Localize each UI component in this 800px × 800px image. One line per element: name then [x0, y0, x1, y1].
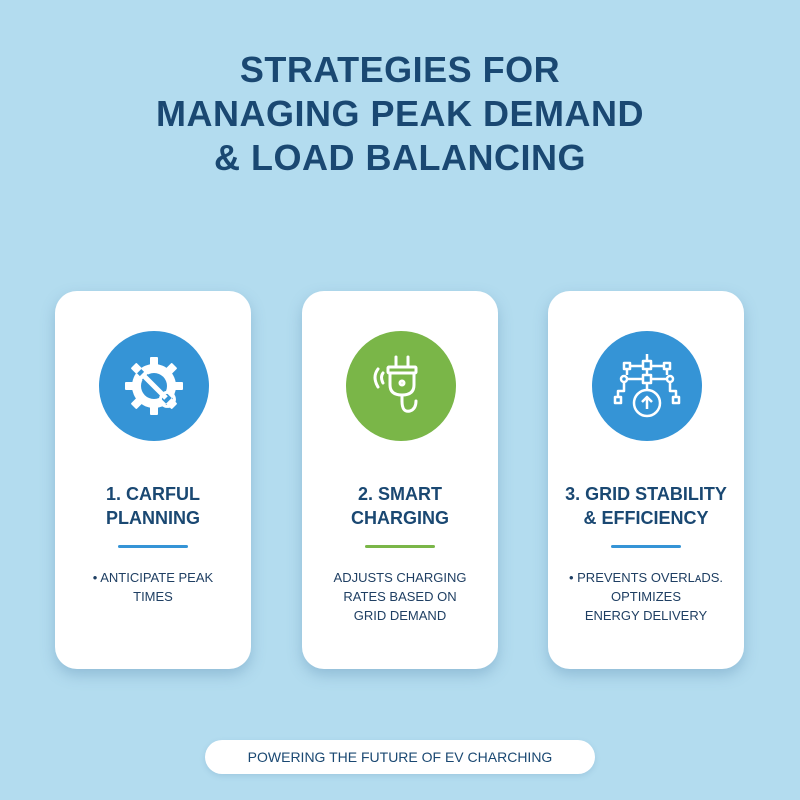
- gear-wrench-icon: [99, 331, 209, 441]
- page-title: STRATEGIES FOR MANAGING PEAK DEMAND & LO…: [0, 48, 800, 180]
- grid-network-icon: [592, 331, 702, 441]
- card-title: 1. CARFUL PLANNING: [106, 484, 200, 528]
- divider: [611, 545, 681, 548]
- card-description: ADJUSTS CHARGING RATES BASED ON GRID DEM…: [333, 570, 467, 623]
- card-description: • ANTICIPATE PEAK TIMES: [92, 570, 214, 604]
- title-line-2: MANAGING PEAK DEMAND: [155, 93, 644, 134]
- footer-text: POWERING THE FUTURE OF EV CHARCHING: [247, 749, 553, 765]
- title-line-1: STRATEGIES FOR: [239, 49, 561, 90]
- divider: [365, 545, 435, 548]
- strategy-card-grid-stability: 3. GRID STABILITY & EFFICIENCY • PREVENT…: [548, 291, 744, 669]
- strategy-card-smart-charging: 2. SMART CHARGING ADJUSTS CHARGING RATES…: [302, 291, 498, 669]
- card-title: 2. SMART CHARGING: [351, 484, 449, 528]
- strategy-card-planning: 1. CARFUL PLANNING • ANTICIPATE PEAK TIM…: [55, 291, 251, 669]
- divider: [118, 545, 188, 548]
- title-line-3: & LOAD BALANCING: [214, 137, 586, 178]
- card-title: 3. GRID STABILITY & EFFICIENCY: [565, 484, 727, 528]
- footer-banner: POWERING THE FUTURE OF EV CHARCHING: [205, 740, 595, 774]
- card-description: • PREVENTS OVERLᴀDS. OPTIMIZES ENERGY DE…: [568, 570, 724, 623]
- plug-icon: [346, 331, 456, 441]
